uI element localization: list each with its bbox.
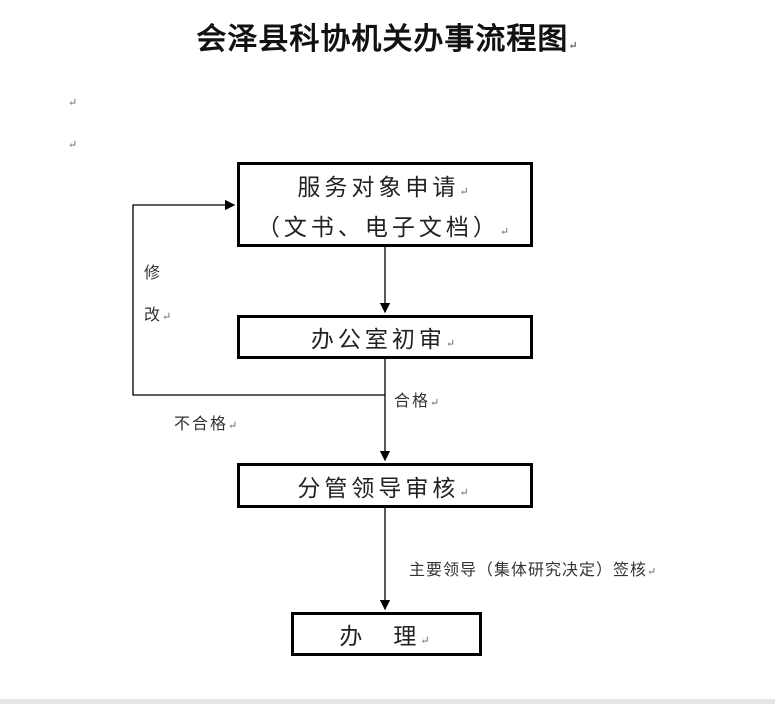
- box-text: 办 理↵: [339, 624, 434, 650]
- paragraph-mark: ↵: [68, 96, 78, 109]
- box-leader-review: 分管领导审核↵: [237, 463, 533, 508]
- label-qualified: 合格↵: [394, 391, 442, 410]
- box-office-review: 办公室初审↵: [237, 315, 533, 359]
- box-text: 服务对象申请↵: [297, 174, 473, 201]
- feedback-loop-line: [132, 199, 385, 396]
- paragraph-mark: ↵: [68, 138, 78, 151]
- box-text: 分管领导审核↵: [297, 475, 473, 502]
- paragraph-mark: ↵: [568, 39, 579, 52]
- label-modify-2: 改↵: [144, 305, 174, 324]
- page-bottom-edge: [0, 699, 775, 704]
- box-handle: 办 理↵: [291, 612, 482, 656]
- box-text: （文书、电子文档）↵: [256, 214, 514, 241]
- label-modify-1: 修: [144, 263, 163, 282]
- box-service-application: 服务对象申请↵ （文书、电子文档）↵: [237, 162, 533, 247]
- label-unqualified: 不合格↵: [174, 414, 240, 433]
- title-text: 会泽县科协机关办事流程图: [196, 22, 569, 57]
- box-text: 办公室初审↵: [310, 327, 460, 353]
- page-title: 会泽县科协机关办事流程图↵: [0, 14, 775, 58]
- label-main-leader-signoff: 主要领导（集体研究决定）签核↵: [409, 560, 658, 579]
